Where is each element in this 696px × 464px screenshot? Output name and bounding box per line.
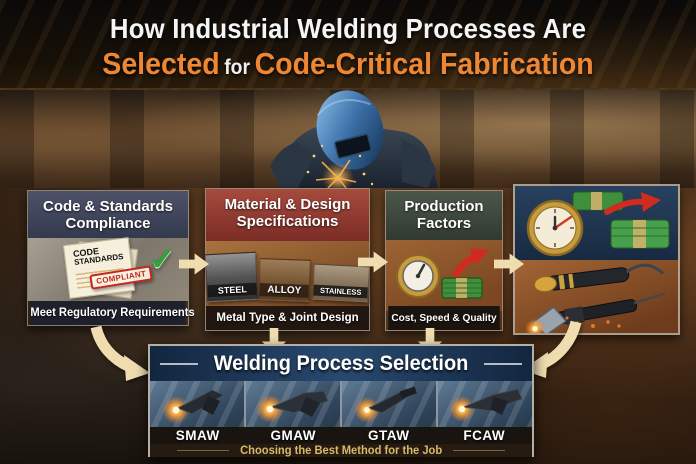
process-tiles bbox=[150, 381, 532, 427]
process-label-gmaw: GMAW bbox=[270, 428, 316, 443]
background-top bbox=[0, 0, 696, 90]
header-dash-right bbox=[484, 362, 523, 365]
production-illustration bbox=[386, 240, 502, 311]
process-label-smaw: SMAW bbox=[175, 428, 220, 443]
material-title: Material & Design Specifications bbox=[206, 189, 369, 241]
checkmark-icon: ✓ bbox=[149, 241, 176, 277]
compliance-caption: Meet Regulatory Requirements bbox=[30, 301, 195, 325]
title-line1: How Industrial Welding Processes Are bbox=[109, 13, 587, 44]
production-title-line2: Factors bbox=[416, 215, 472, 233]
steel-block-icon: STEEL bbox=[204, 251, 259, 303]
selection-caption: Choosing the Best Method for the Job bbox=[239, 444, 443, 457]
factor-box-imagery bbox=[513, 184, 680, 339]
factor-box-material: Material & Design Specifications STEEL A… bbox=[204, 188, 370, 331]
caption-dash-right bbox=[453, 450, 506, 451]
title-block: How Industrial Welding Processes Are Sel… bbox=[0, 13, 696, 82]
welding-torches-icon bbox=[524, 263, 666, 339]
compliance-title-line1: Code & Standards bbox=[42, 198, 174, 215]
process-labels: SMAW GMAW GTAW FCAW bbox=[150, 427, 532, 444]
compliance-illustration: CODE STANDARDS COMPLIANT ✓ bbox=[28, 237, 188, 301]
material-caption: Metal Type & Joint Design bbox=[206, 306, 369, 330]
process-label-fcaw: FCAW bbox=[463, 428, 506, 443]
selection-title: Welding Process Selection bbox=[213, 351, 469, 375]
selection-header: Welding Process Selection bbox=[150, 346, 532, 381]
production-caption: Cost, Speed & Quality bbox=[388, 306, 500, 330]
stainless-block-icon: STAINLESS bbox=[311, 263, 370, 303]
gauge-money-icon bbox=[396, 248, 489, 299]
production-title: Production Factors bbox=[386, 191, 502, 240]
process-label-gtaw: GTAW bbox=[368, 428, 410, 443]
torch-tools-panel bbox=[515, 260, 678, 339]
material-title-line1: Material & Design bbox=[224, 196, 351, 213]
compliance-title-line2: Compliance bbox=[65, 215, 151, 233]
stainless-label: STAINLESS bbox=[313, 284, 368, 299]
gmaw-torch-image bbox=[246, 381, 340, 427]
alloy-block-icon: ALLOY bbox=[258, 258, 312, 302]
title-for: for bbox=[224, 56, 250, 79]
steel-label: STEEL bbox=[207, 282, 258, 298]
factor-box-compliance: Code & Standards Compliance CODE STANDAR… bbox=[27, 190, 195, 326]
code-standards-document-icon: CODE STANDARDS bbox=[62, 237, 136, 299]
alloy-label: ALLOY bbox=[259, 283, 310, 298]
arrow-compliance-to-selection bbox=[90, 325, 150, 381]
clock-money-icon bbox=[526, 191, 670, 257]
time-money-panel bbox=[515, 186, 678, 260]
material-illustration: STEEL ALLOY STAINLESS bbox=[204, 241, 370, 311]
title-selected: Selected bbox=[102, 46, 220, 81]
header-dash-left bbox=[159, 362, 198, 365]
material-title-line2: Specifications bbox=[236, 213, 339, 231]
caption-dash-left bbox=[176, 450, 229, 451]
gtaw-torch-image bbox=[342, 381, 436, 427]
welding-process-selection-box: Welding Process Selection SMAW GMAW GTAW… bbox=[148, 344, 534, 457]
title-rest: Code-Critical Fabrication bbox=[254, 46, 594, 81]
production-title-line1: Production bbox=[404, 198, 484, 215]
fcaw-torch-image bbox=[438, 381, 532, 427]
selection-caption-row: Choosing the Best Method for the Job bbox=[150, 444, 532, 457]
welder-photo bbox=[270, 90, 438, 188]
factor-box-production: Production Factors Cost, Speed & Quality bbox=[385, 190, 503, 331]
compliance-title: Code & Standards Compliance bbox=[28, 191, 188, 238]
smaw-torch-image bbox=[150, 381, 244, 427]
